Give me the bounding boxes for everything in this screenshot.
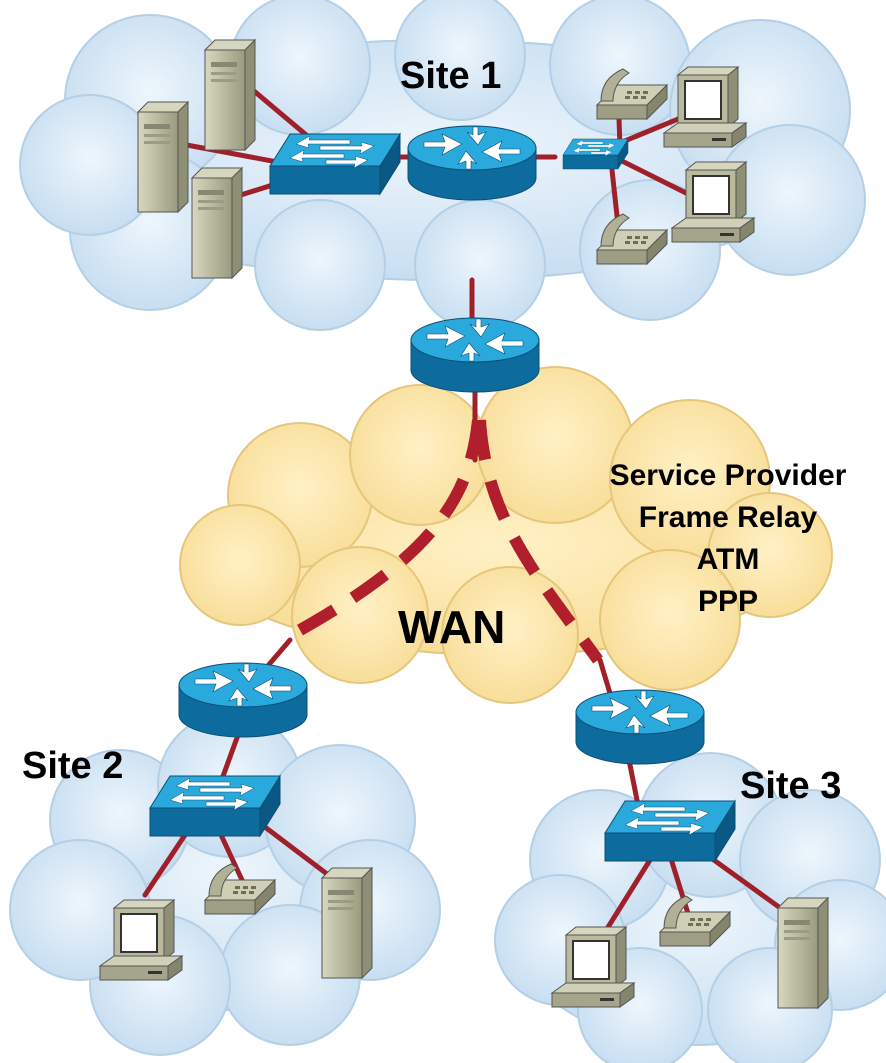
router-icon (178, 662, 308, 738)
server-icon (777, 897, 829, 1009)
router-icon (407, 125, 537, 201)
wan-circuits (279, 419, 603, 664)
provider-line: PPP (697, 585, 759, 618)
wan-label: WAN (398, 601, 506, 653)
provider-line: Service Provider (609, 459, 847, 492)
server-icon (204, 39, 256, 151)
switch-icon (149, 775, 281, 837)
switch-icon (604, 800, 736, 862)
switch-icon (269, 133, 401, 195)
site2-label: Site 2 (22, 745, 124, 787)
router-icon (410, 317, 540, 393)
server-icon (191, 167, 243, 279)
provider-line: ATM (696, 543, 760, 576)
site3-label: Site 3 (740, 765, 842, 807)
router-icon (575, 689, 705, 765)
provider-labels: Service Provider Frame Relay ATM PPP (578, 455, 878, 623)
wan-cloud (179, 366, 833, 704)
site1-label: Site 1 (400, 55, 502, 97)
server-icon (321, 867, 373, 979)
server-icon (137, 101, 189, 213)
provider-line: Frame Relay (638, 501, 818, 534)
switch-icon (562, 138, 629, 170)
